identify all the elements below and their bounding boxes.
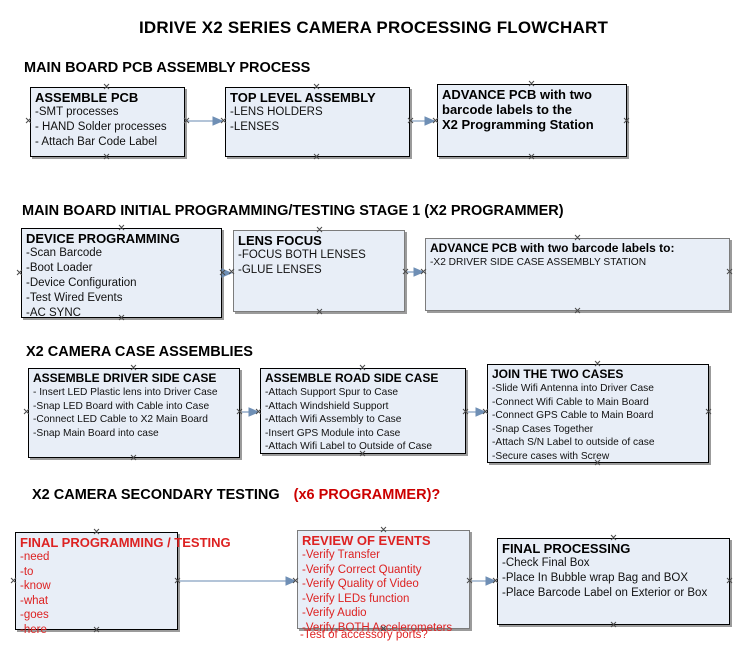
box-top-level-assembly-title: TOP LEVEL ASSEMBLY: [230, 90, 376, 105]
box-device-programming-line-3: -Device Configuration: [26, 277, 137, 289]
box-device-programming-line-5: -AC SYNC: [26, 307, 81, 319]
box-join-the-two-cases-title: JOIN THE TWO CASES: [492, 367, 624, 381]
box-review-of-events-line-5: -Verify Audio: [302, 607, 367, 619]
box-advance-pcb-driver-side-case[interactable]: ADVANCE PCB with two barcode labels to: …: [425, 238, 730, 311]
box-final-processing-title: FINAL PROCESSING: [502, 541, 631, 556]
box-device-programming-line-2: -Boot Loader: [26, 262, 93, 274]
box-top-level-assembly-line-1: -LENS HOLDERS: [230, 106, 323, 118]
box-lens-focus-line-1: -FOCUS BOTH LENSES: [238, 249, 366, 261]
box-advance-pcb-x2-programming-station-title: ADVANCE PCB with two: [442, 87, 592, 102]
box-final-programming-testing-line-3: -know: [20, 580, 51, 592]
box-assemble-driver-side-case-line-4: -Snap Main Board into case: [33, 427, 159, 439]
box-top-level-assembly-line-2: -LENSES: [230, 121, 280, 133]
box-assemble-pcb-line-1: -SMT processes: [35, 106, 119, 118]
box-final-processing-line-3: -Place Barcode Label on Exterior or Box: [502, 587, 708, 599]
box-final-programming-testing-title: FINAL PROGRAMMING / TESTING: [20, 535, 231, 550]
section-heading-x2-camera-secondary-testing: X2 CAMERA SECONDARY TESTING (x6 PROGRAMM…: [32, 487, 440, 503]
section-heading-secondary-testing-text: X2 CAMERA SECONDARY TESTING: [32, 487, 280, 503]
section-heading-main-board-pcb-assembly: MAIN BOARD PCB ASSEMBLY PROCESS: [24, 60, 311, 76]
box-final-programming-testing-line-5: -goes: [20, 609, 49, 621]
box-join-the-two-cases-line-3: -Connect GPS Cable to Main Board: [492, 410, 654, 422]
box-assemble-driver-side-case-line-2: -Snap LED Board with Cable into Case: [33, 400, 210, 412]
box-review-of-events-line-1: -Verify Transfer: [302, 549, 380, 561]
box-assemble-driver-side-case-title: ASSEMBLE DRIVER SIDE CASE: [33, 371, 217, 385]
box-device-programming-line-4: -Test Wired Events: [26, 292, 123, 304]
box-review-of-events-overflow-line: -Test of accessory ports?: [300, 629, 428, 641]
box-review-of-events-line-2: -Verify Correct Quantity: [302, 563, 422, 576]
box-assemble-pcb-line-3: - Attach Bar Code Label: [35, 136, 158, 148]
box-assemble-road-side-case[interactable]: ASSEMBLE ROAD SIDE CASE -Attach Support …: [260, 368, 466, 454]
box-final-programming-testing-line-1: -need: [20, 551, 50, 563]
box-assemble-pcb-line-2: - HAND Solder processes: [35, 121, 167, 133]
box-device-programming-title: DEVICE PROGRAMMING: [26, 231, 180, 246]
box-assemble-pcb-title: ASSEMBLE PCB: [35, 90, 139, 105]
box-advance-pcb-x2-programming-station[interactable]: ADVANCE PCB with two barcode labels to t…: [437, 84, 627, 157]
box-join-the-two-cases-line-4: -Snap Cases Together: [492, 423, 594, 435]
box-review-of-events[interactable]: REVIEW OF EVENTS -Verify Transfer -Verif…: [297, 530, 470, 634]
box-assemble-road-side-case-line-5: -Attach Wifi Label to Outside of Case: [265, 441, 433, 453]
box-review-of-events-line-3: -Verify Quality of Video: [302, 578, 419, 590]
box-assemble-road-side-case-title: ASSEMBLE ROAD SIDE CASE: [265, 371, 439, 385]
box-join-the-two-cases-line-6: -Secure cases with Screw: [492, 450, 610, 462]
box-final-processing-line-2: -Place In Bubble wrap Bag and BOX: [502, 572, 689, 584]
box-device-programming-line-1: -Scan Barcode: [26, 247, 103, 259]
box-final-processing-line-1: -Check Final Box: [502, 557, 590, 569]
box-lens-focus-line-2: -GLUE LENSES: [238, 264, 322, 276]
box-join-the-two-cases-line-1: -Slide Wifi Antenna into Driver Case: [492, 383, 654, 394]
box-final-processing[interactable]: FINAL PROCESSING -Check Final Box -Place…: [497, 538, 730, 625]
box-join-the-two-cases-line-2: -Connect Wifi Cable to Main Board: [492, 396, 649, 408]
box-assemble-road-side-case-line-4: -Insert GPS Module into Case: [265, 427, 401, 439]
box-advance-pcb-driver-side-case-line-1: -X2 DRIVER SIDE CASE ASSEMBLY STATION: [430, 257, 647, 268]
box-join-the-two-cases-line-5: -Attach S/N Label to outside of case: [492, 437, 655, 449]
box-final-programming-testing-line-2: -to: [20, 565, 34, 578]
box-final-programming-testing[interactable]: FINAL PROGRAMMING / TESTING -need -to -k…: [15, 532, 231, 636]
box-final-programming-testing-line-6: -here: [20, 623, 47, 636]
box-assemble-driver-side-case[interactable]: ASSEMBLE DRIVER SIDE CASE - Insert LED P…: [28, 368, 240, 458]
box-assemble-road-side-case-line-1: -Attach Support Spur to Case: [265, 387, 399, 398]
section-heading-x2-camera-case-assemblies: X2 CAMERA CASE ASSEMBLIES: [26, 344, 253, 360]
box-review-of-events-line-4: -Verify LEDs function: [302, 592, 410, 605]
box-review-of-events-title: REVIEW OF EVENTS: [302, 533, 431, 548]
box-assemble-driver-side-case-line-3: -Connect LED Cable to X2 Main Board: [33, 414, 208, 426]
box-final-programming-testing-line-4: -what: [20, 594, 49, 607]
page-title: IDRIVE X2 SERIES CAMERA PROCESSING FLOWC…: [138, 18, 609, 37]
box-assemble-driver-side-case-line-1: - Insert LED Plastic lens into Driver Ca…: [33, 387, 218, 398]
box-advance-pcb-x2-programming-station-line-1: barcode labels to the: [442, 102, 573, 117]
box-device-programming[interactable]: DEVICE PROGRAMMING -Scan Barcode -Boot L…: [21, 228, 222, 319]
box-assemble-pcb[interactable]: ASSEMBLE PCB -SMT processes - HAND Solde…: [30, 87, 185, 157]
box-lens-focus[interactable]: LENS FOCUS -FOCUS BOTH LENSES -GLUE LENS…: [233, 230, 405, 312]
box-assemble-road-side-case-line-3: -Attach Wifi Assembly to Case: [265, 414, 402, 426]
box-join-the-two-cases[interactable]: JOIN THE TWO CASES -Slide Wifi Antenna i…: [487, 364, 709, 463]
box-assemble-road-side-case-line-2: -Attach Windshield Support: [265, 400, 389, 412]
section-heading-main-board-initial-programming: MAIN BOARD INITIAL PROGRAMMING/TESTING S…: [22, 203, 564, 219]
section-heading-secondary-testing-annotation: (x6 PROGRAMMER)?: [293, 487, 441, 503]
box-top-level-assembly[interactable]: TOP LEVEL ASSEMBLY -LENS HOLDERS -LENSES: [225, 87, 410, 157]
box-advance-pcb-x2-programming-station-line-2: X2 Programming Station: [442, 117, 594, 132]
box-lens-focus-title: LENS FOCUS: [238, 233, 322, 248]
box-advance-pcb-driver-side-case-title: ADVANCE PCB with two barcode labels to:: [430, 241, 675, 255]
